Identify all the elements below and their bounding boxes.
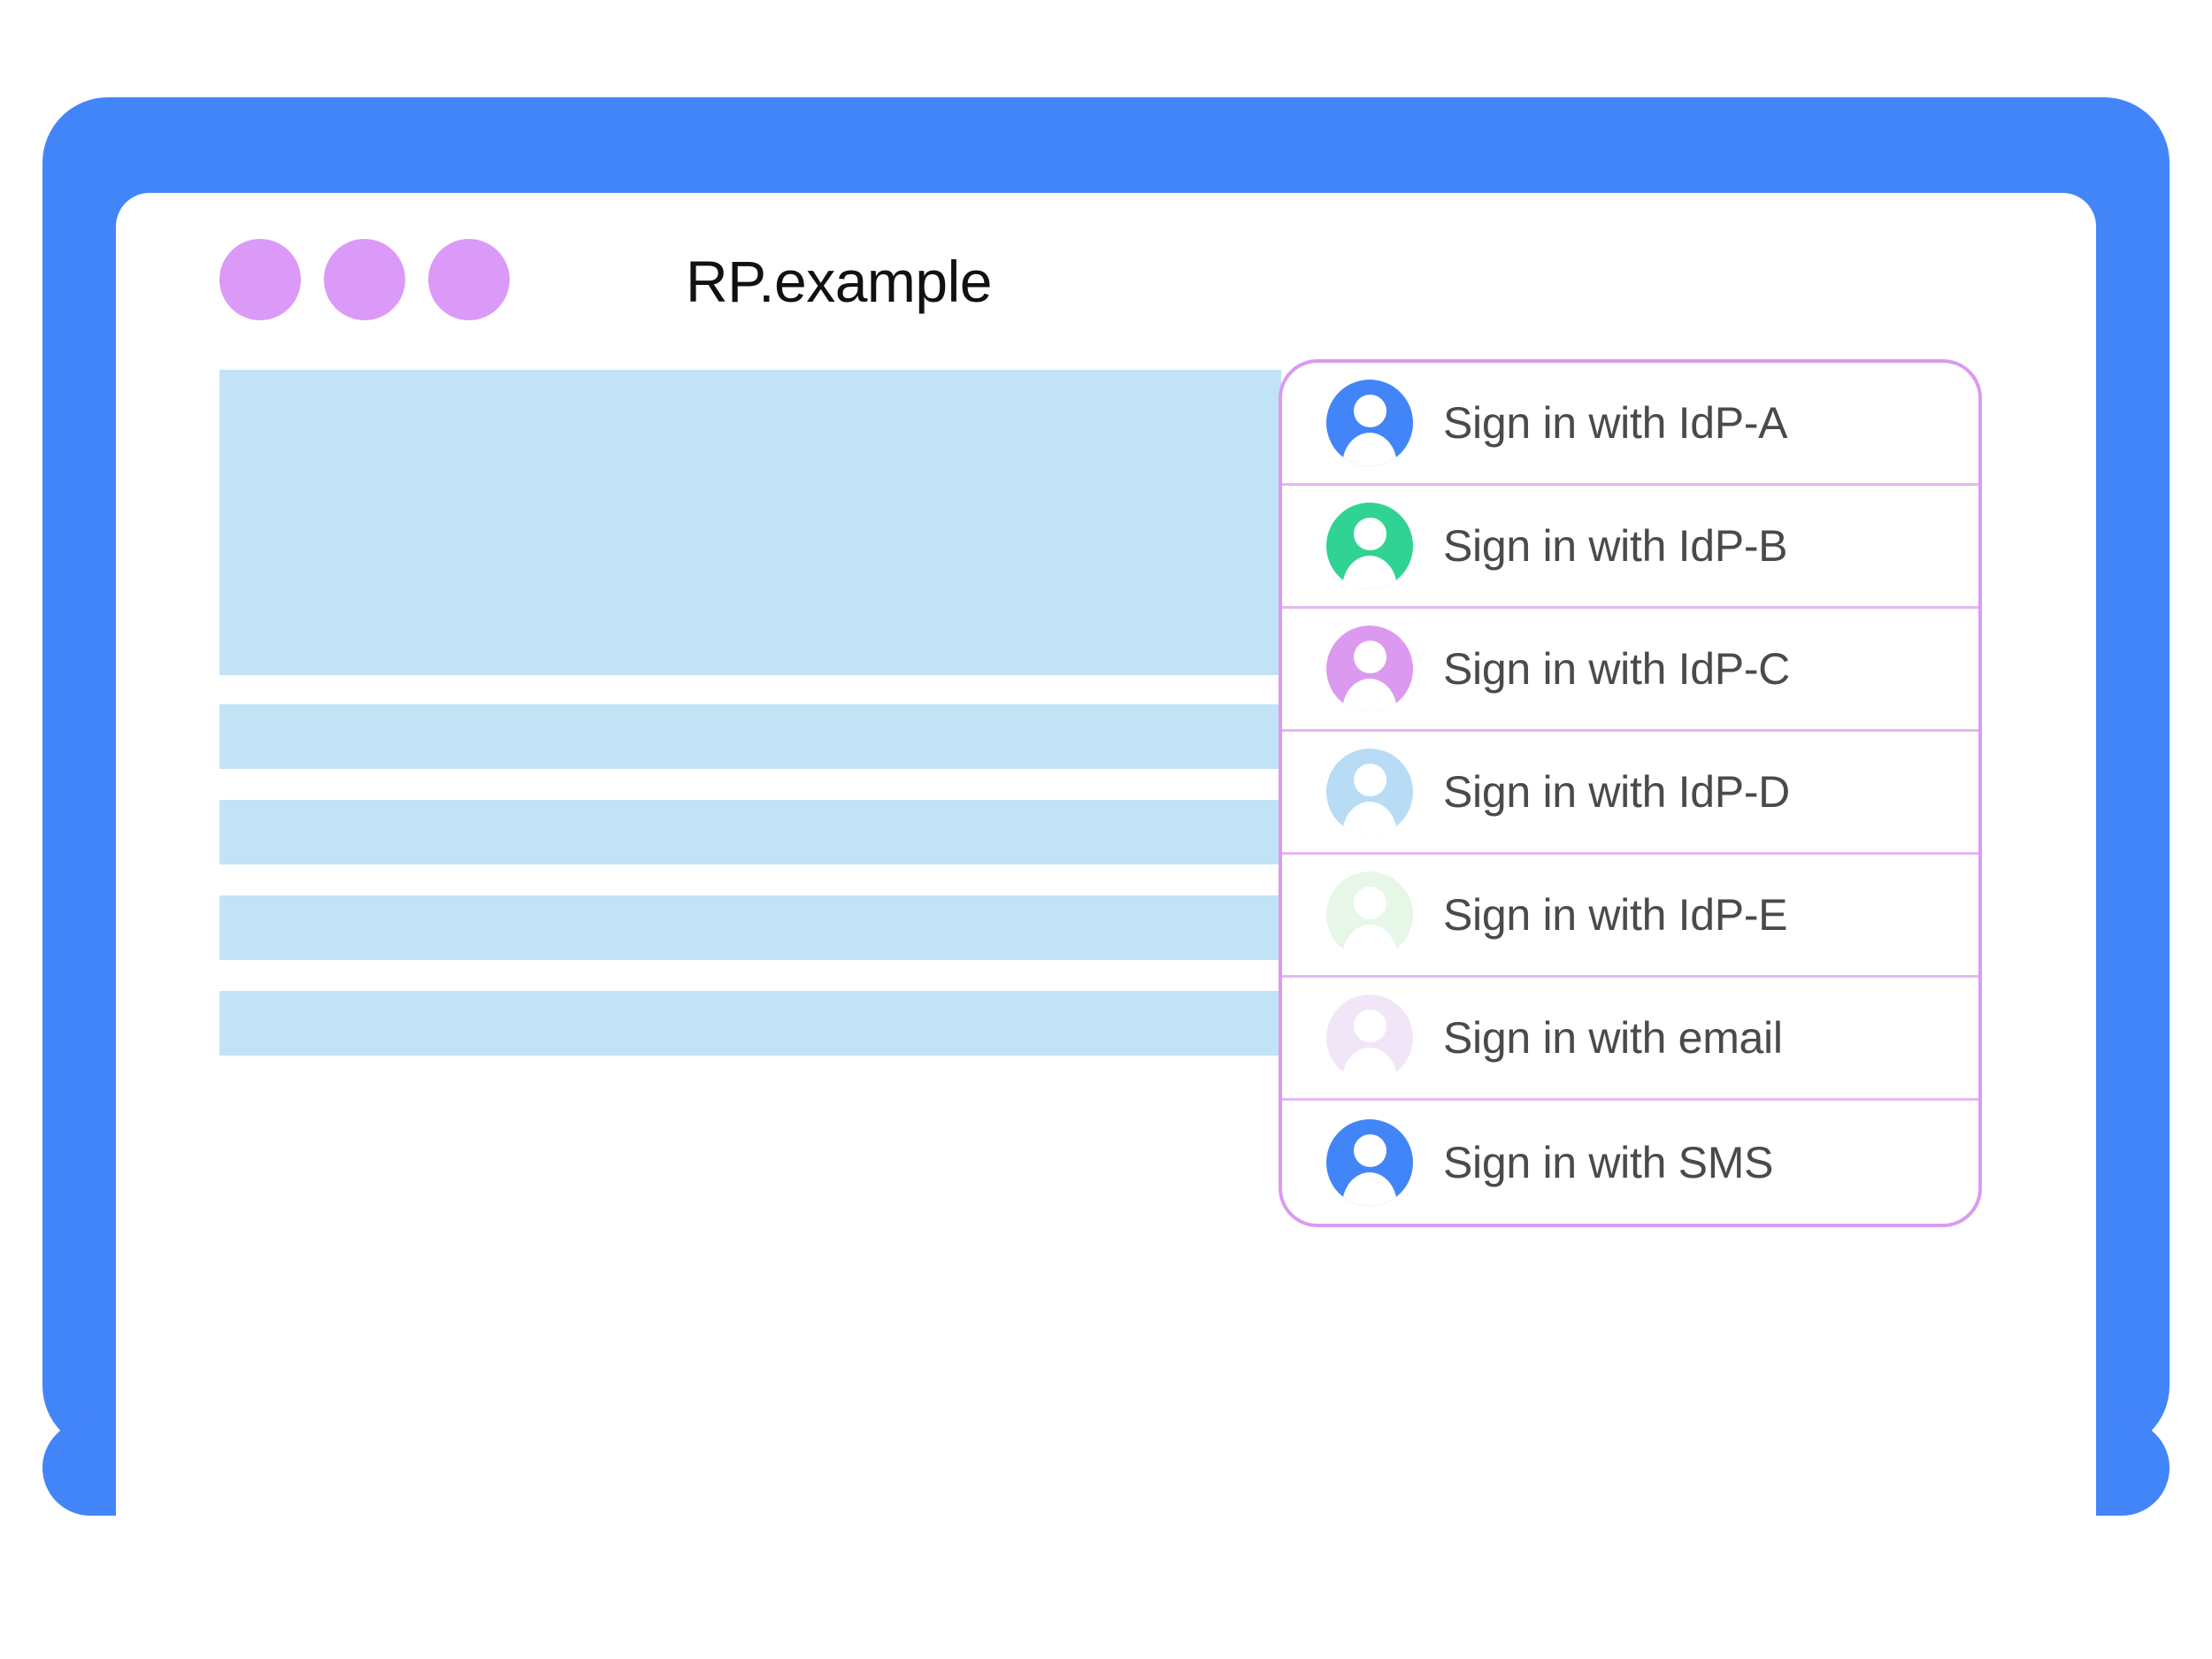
person-avatar-icon: [1326, 872, 1413, 958]
account-row[interactable]: Sign in with IdP-E: [1282, 855, 1978, 978]
account-row[interactable]: Sign in with SMS: [1282, 1101, 1978, 1224]
account-row[interactable]: Sign in with IdP-C: [1282, 609, 1978, 732]
account-label: Sign in with IdP-A: [1443, 398, 1788, 448]
window-dot-maximize-icon[interactable]: [428, 239, 510, 320]
text-placeholder-1: [219, 704, 1281, 769]
person-avatar-icon: [1326, 626, 1413, 712]
window-dot-close-icon[interactable]: [219, 239, 301, 320]
account-label: Sign in with email: [1443, 1013, 1783, 1063]
account-chooser-dialog: Sign in with IdP-A Sign in with IdP-B Si…: [1279, 359, 1982, 1227]
account-label: Sign in with IdP-C: [1443, 644, 1790, 694]
account-row[interactable]: Sign in with email: [1282, 978, 1978, 1101]
text-placeholder-3: [219, 895, 1281, 960]
text-placeholder-4: [219, 991, 1281, 1056]
account-row[interactable]: Sign in with IdP-D: [1282, 732, 1978, 855]
title-bar: RP.example: [116, 193, 2096, 370]
person-avatar-icon: [1326, 503, 1413, 589]
account-row[interactable]: Sign in with IdP-B: [1282, 486, 1978, 609]
account-row[interactable]: Sign in with IdP-A: [1282, 363, 1978, 486]
person-avatar-icon: [1326, 995, 1413, 1081]
person-avatar-icon: [1326, 380, 1413, 466]
page-title: RP.example: [686, 249, 992, 314]
account-label: Sign in with IdP-B: [1443, 521, 1788, 571]
browser-window: RP.example Sign in with IdP-A Sign in wi…: [116, 193, 2096, 1547]
hero-placeholder: [219, 370, 1281, 675]
person-avatar-icon: [1326, 749, 1413, 835]
text-placeholder-2: [219, 800, 1281, 864]
device-frame: RP.example Sign in with IdP-A Sign in wi…: [42, 97, 2170, 1547]
window-dot-minimize-icon[interactable]: [324, 239, 405, 320]
account-label: Sign in with IdP-D: [1443, 767, 1790, 817]
account-label: Sign in with IdP-E: [1443, 890, 1788, 940]
page-content: [219, 370, 1281, 1087]
person-avatar-icon: [1326, 1118, 1413, 1206]
account-label: Sign in with SMS: [1443, 1137, 1774, 1187]
